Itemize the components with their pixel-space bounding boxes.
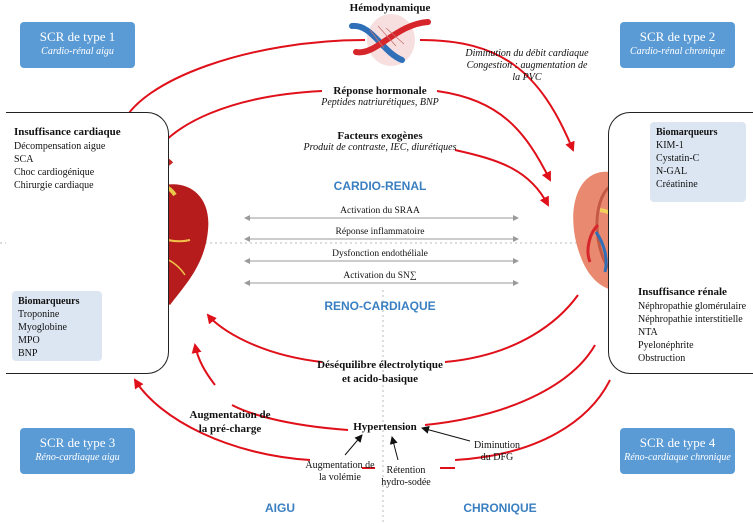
arc-lower-left [133, 378, 311, 461]
hypertension-label: Hypertension [353, 421, 417, 433]
kidney-panel-list: Insuffisance rénale Néphropathie gloméru… [638, 286, 746, 365]
kidney-item-1: Néphropathie glomérulaire [638, 301, 747, 312]
heart-item-1: Décompensation aigue [14, 141, 106, 152]
exogenous-title: Facteurs exogènes [337, 130, 423, 142]
scr-type-3-box: SCR de type 3 Réno-cardiaque aigu [20, 428, 135, 474]
note-line-2: Congestion : augmentation de [466, 60, 588, 71]
mechanism-2: Réponse inflammatoire [335, 227, 425, 237]
scr-type-2-title: SCR de type 2 [639, 29, 716, 44]
kidney-biomarker-3: N-GAL [656, 166, 688, 177]
scr-type-1-subtitle: Cardio-rénal aigu [41, 46, 114, 57]
arc-exogenous-right [454, 149, 549, 207]
arc-lower-right [454, 379, 611, 461]
cardio-renal-label: CARDIO-RENAL [333, 179, 427, 193]
scr-type-2-subtitle: Cardio-rénal chronique [629, 46, 726, 57]
retention-block: Rétention hydro-sodée [370, 465, 442, 489]
retention-line-2: hydro-sodée [381, 477, 431, 488]
arc-electrolyte-left [206, 313, 323, 363]
kidney-biomarker-4: Créatinine [656, 179, 698, 190]
arc-electrolyte-right [444, 294, 579, 363]
kidney-panel-title: Insuffisance rénale [638, 286, 727, 298]
chronique-label: CHRONIQUE [463, 501, 537, 515]
scr-type-1-box: SCR de type 1 Cardio-rénal aigu [20, 22, 135, 68]
arrow-volemia-hypertension [344, 434, 363, 456]
electrolyte-block: Déséquilibre électrolytique et acido-bas… [310, 358, 450, 386]
exogenous-block: Facteurs exogènes Produit de contraste, … [290, 130, 470, 154]
arc-hemodynamic-left [121, 39, 366, 126]
kidney-item-3: NTA [638, 327, 658, 338]
preload-line-2: la pré-charge [198, 423, 262, 435]
scr-type-4-title: SCR de type 4 [639, 435, 716, 450]
heart-panel-title: Insuffisance cardiaque [14, 126, 121, 138]
dfg-line-1: Diminution [473, 440, 521, 451]
preload-line-1: Augmentation de [189, 409, 271, 421]
arrow-dfg-hypertension [421, 425, 471, 442]
heart-biomarkers: Biomarqueurs Troponine Myoglobine MPO BN… [12, 291, 102, 361]
volemia-line-2: la volémie [319, 472, 361, 483]
heart-item-2: SCA [14, 154, 34, 165]
heart-biomarker-2: Myoglobine [18, 322, 67, 333]
scr-type-3-title: SCR de type 3 [39, 435, 116, 450]
dfg-block: Diminution du DFG [462, 440, 532, 464]
heart-biomarker-3: MPO [18, 335, 40, 346]
mechanism-1: Activation du SRAA [340, 206, 420, 216]
hemodynamique-title: Hémodynamique [349, 2, 431, 14]
scr-type-3-subtitle: Réno-cardiaque aigu [35, 452, 120, 463]
scr-type-4-subtitle: Réno-cardiaque chronique [624, 452, 731, 463]
scr-type-4-box: SCR de type 4 Réno-cardiaque chronique [620, 428, 735, 474]
volemia-line-1: Augmentation de [305, 460, 375, 471]
volemia-block: Augmentation de la volémie [305, 460, 375, 484]
kidney-biomarker-1: KIM-1 [656, 140, 684, 151]
mechanism-3: Dysfonction endothéliale [332, 249, 428, 259]
heart-biomarker-4: BNP [18, 348, 38, 359]
hormonal-title: Réponse hormonale [333, 85, 427, 97]
kidney-biomarkers: Biomarqueurs KIM-1 Cystatin-C N-GAL Créa… [650, 122, 746, 202]
note-line-3: la PVC [512, 72, 542, 83]
kidney-item-4: Pyelonéphrite [638, 340, 694, 351]
reno-cardiaque-label: RENO-CARDIAQUE [324, 299, 436, 313]
arrow-retention-hypertension [389, 436, 399, 461]
scr-type-1-title: SCR de type 1 [39, 29, 116, 44]
heart-item-3: Choc cardiogénique [14, 167, 95, 178]
heart-panel-list: Insuffisance cardiaque Décompensation ai… [14, 126, 121, 192]
hormonal-block: Réponse hormonale Peptides natriurétique… [300, 85, 460, 109]
right-top-note: Diminution du débit cardiaque Congestion… [452, 48, 602, 84]
dfg-line-2: du DFG [480, 452, 514, 463]
vessels-illustration [349, 14, 431, 66]
heart-item-4: Chirurgie cardiaque [14, 180, 94, 191]
retention-line-1: Rétention [386, 465, 426, 476]
heart-biomarker-1: Troponine [18, 309, 60, 320]
arc-hypertension-left [231, 404, 349, 431]
arc-hypertension-right [424, 344, 596, 426]
arc-preload-left [191, 343, 216, 386]
hormonal-subtitle: Peptides natriurétiques, BNP [321, 97, 439, 108]
aigu-label: AIGU [265, 501, 295, 515]
preload-block: Augmentation de la pré-charge [180, 408, 280, 436]
mechanism-4: Activation du SN∑ [343, 271, 417, 281]
arc-hemodynamic-right [419, 39, 575, 152]
kidney-item-5: Obstruction [638, 353, 686, 364]
kidney-biomarkers-title: Biomarqueurs [656, 127, 718, 138]
electrolyte-line-2: et acido-basique [341, 373, 419, 385]
kidney-item-2: Néphropathie interstitielle [638, 314, 743, 325]
electrolyte-line-1: Déséquilibre électrolytique [317, 359, 443, 371]
note-line-1: Diminution du débit cardiaque [465, 48, 589, 59]
kidney-biomarker-2: Cystatin-C [656, 153, 700, 164]
arc-hormonal-right [436, 90, 551, 182]
scr-type-2-box: SCR de type 2 Cardio-rénal chronique [620, 22, 735, 68]
exogenous-subtitle: Produit de contraste, IEC, diurétiques [303, 142, 457, 153]
heart-biomarkers-title: Biomarqueurs [18, 296, 80, 307]
